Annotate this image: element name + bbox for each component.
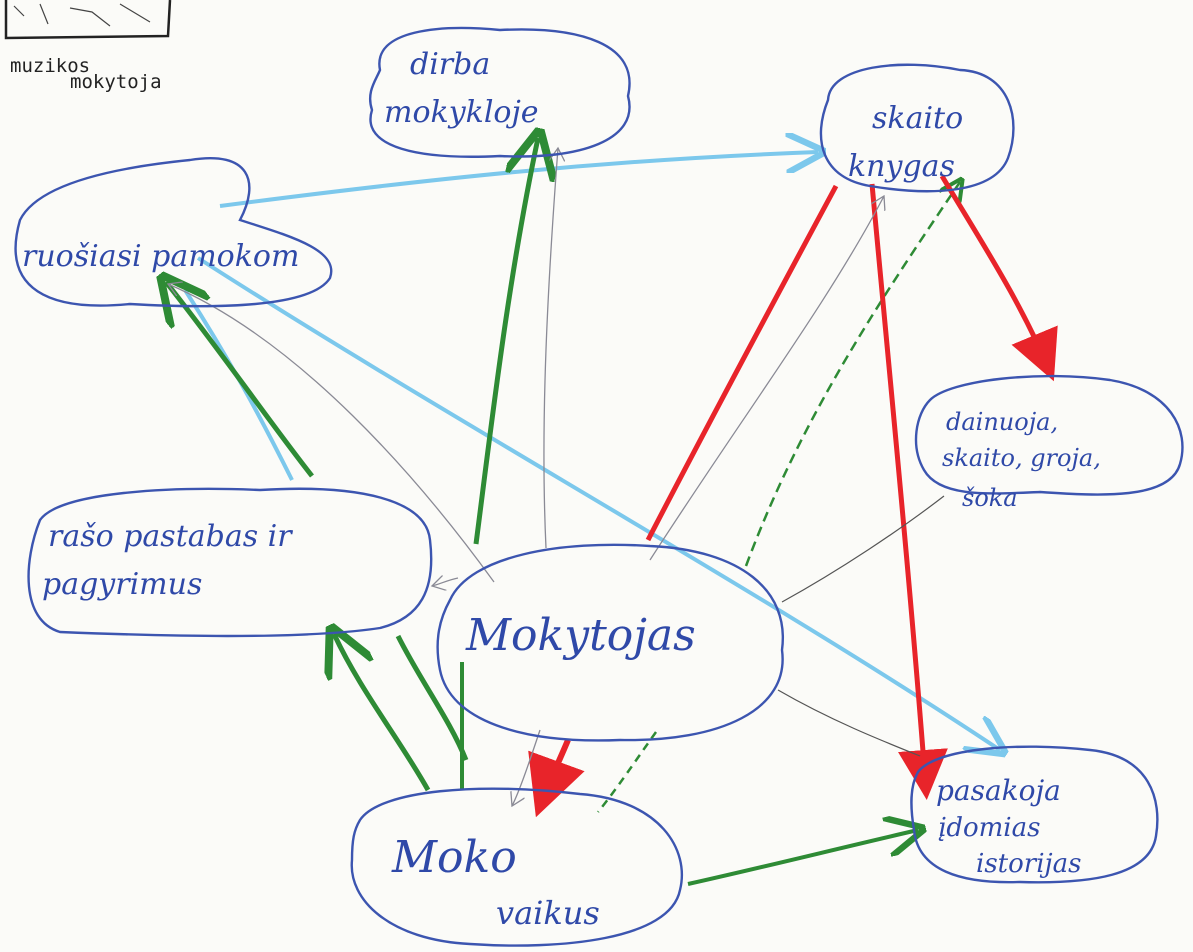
skaito-line-2: knygas	[848, 149, 955, 184]
node-moko: Moko vaikus	[350, 787, 684, 947]
skaito-line-1: skaito	[872, 101, 963, 136]
node-dainuoja: dainuoja, skaito, groja, šoka	[914, 374, 1184, 512]
arrow-grey-to-pasakoja	[777, 689, 921, 757]
arrow-ruosiasi-to-pasakoja	[196, 256, 1000, 750]
arrow-blue-ruosiasi-raso	[183, 288, 294, 481]
ruosiasi-label: ruošiasi pamokom	[22, 239, 299, 274]
cropped-picture-frame	[4, 0, 172, 40]
arrow-grey-to-skaito	[649, 196, 884, 561]
caption-line-2: mokytoja	[70, 71, 162, 93]
moko-line-1: Moko	[391, 832, 517, 883]
darbas-line-1: dirba	[410, 47, 490, 82]
arrow-mokytojas-to-darbas	[473, 138, 538, 545]
dainuoja-line-3: šoka	[962, 484, 1018, 512]
arrow-grey-to-dainuoja	[781, 495, 945, 603]
dainuoja-line-1: dainuoja,	[946, 408, 1058, 436]
arrow-grey-to-darbas	[543, 148, 558, 549]
node-pasakoja: pasakoja įdomias istorijas	[910, 745, 1159, 884]
caption-line-1: muzikos	[10, 55, 90, 77]
arrow-ruosiasi-to-skaito	[219, 152, 818, 208]
arrow-moko-to-pasakoja	[687, 830, 918, 886]
arrow-raso-to-ruosiasi	[166, 282, 314, 478]
node-raso: rašo pastabas ir pagyrimus	[27, 487, 433, 638]
arrow-moko-to-raso	[334, 634, 431, 792]
pasakoja-line-3: istorijas	[976, 849, 1081, 879]
node-darbas: dirba mokykloje	[368, 26, 631, 158]
darbas-line-2: mokykloje	[384, 95, 539, 130]
raso-line-2: pagyrimus	[42, 567, 202, 602]
node-mokytojas: Mokytojas	[436, 543, 785, 742]
dainuoja-line-2: skaito, groja,	[942, 444, 1101, 472]
pasakoja-line-1: pasakoja	[936, 774, 1061, 807]
arrow-mokytojas-to-skaito-red	[645, 184, 839, 542]
pasakoja-line-2: įdomias	[938, 813, 1040, 843]
node-skaito: skaito knygas	[819, 63, 1015, 193]
arrow-grey-to-raso	[432, 578, 459, 586]
arrow-green-dashed-moko	[597, 731, 658, 813]
arrow-grey-to-ruosiasi	[168, 284, 495, 583]
raso-line-1: rašo pastabas ir	[48, 519, 293, 554]
arrow-skaito-to-pasakoja	[869, 183, 948, 800]
arrow-skaito-to-dainuoja	[939, 174, 1058, 382]
moko-line-2: vaikus	[496, 894, 600, 932]
arrow-mokytojas-to-skaito-green	[744, 182, 960, 567]
mokytojas-label: Mokytojas	[465, 610, 696, 661]
arrow-mokytojas-to-moko	[528, 738, 585, 818]
node-ruosiasi: ruošiasi pamokom	[14, 157, 333, 308]
arrow-grey-to-moko	[512, 729, 541, 806]
arrows	[166, 138, 1058, 886]
arrow-raso-to-moko	[395, 634, 469, 761]
